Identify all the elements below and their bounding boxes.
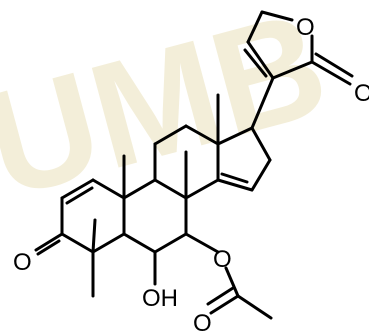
bond-l1-double: [243, 48, 268, 78]
bond-c2: [153, 124, 188, 146]
bond-d2: [250, 126, 272, 162]
bond-d3: [250, 158, 272, 192]
bond-c7-o: [184, 232, 220, 254]
bond-acyl-co-2: [206, 286, 235, 306]
bond-l5: [271, 60, 314, 80]
acetyl-carbonyl-oxygen-label: O: [193, 310, 212, 334]
bond-l2: [246, 10, 264, 44]
bond-a1-double: [65, 186, 94, 205]
bond-l3: [260, 10, 294, 22]
bond-a6: [91, 178, 126, 200]
bond-acyl-methyl: [236, 294, 273, 320]
bond-a1: [60, 178, 95, 200]
atom-labels: O O O OH O O: [13, 14, 369, 334]
bond-d4-double: [220, 172, 249, 184]
bond-ketone-2: [36, 239, 61, 256]
bond-a4: [91, 232, 126, 254]
bond-acyl-co-1: [209, 294, 240, 315]
watermark-text: UMB: [0, 0, 342, 229]
bond-b4: [153, 232, 188, 254]
hydroxyl-label: OH: [142, 285, 178, 312]
lactone-carbonyl-oxygen-label: O: [354, 80, 369, 107]
ketone-oxygen-label: O: [13, 249, 32, 276]
watermark: UMB: [0, 0, 342, 229]
bond-c3: [184, 124, 220, 146]
bond-d4: [216, 178, 254, 192]
bond-d1: [216, 126, 254, 146]
bond-a3: [60, 232, 95, 254]
bond-c5: [184, 178, 220, 200]
bond-c4-methyl-b: [91, 218, 97, 254]
ester-oxygen-label: O: [213, 246, 232, 273]
bonds: [34, 10, 354, 320]
bond-o-acyl: [224, 266, 240, 298]
bond-b1: [122, 178, 157, 200]
bond-c17-lactone: [250, 76, 275, 130]
bond-lactone-co-1: [310, 60, 352, 86]
bond-ketone-1: [34, 232, 64, 252]
bond-b2: [153, 178, 188, 200]
bond-lactone-co-2: [314, 52, 354, 78]
ring-oxygen-label: O: [296, 14, 315, 41]
bond-l1: [246, 40, 275, 80]
bond-b5: [122, 232, 157, 254]
